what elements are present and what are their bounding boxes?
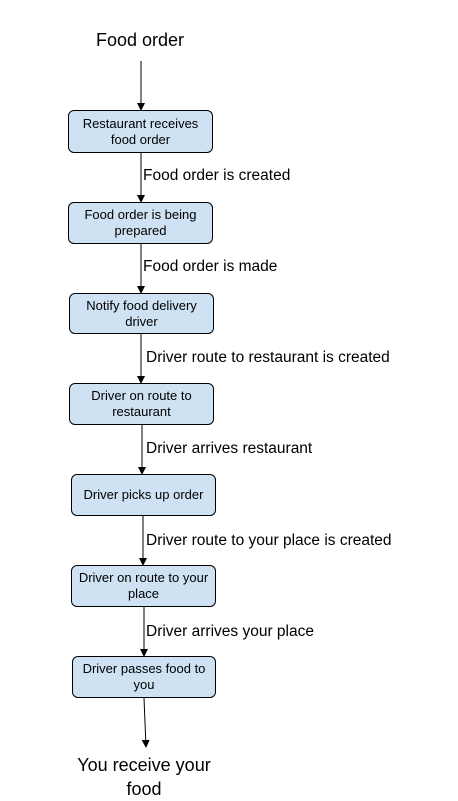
transition-label-6: Driver arrives your place [146,623,314,640]
step-node-7: Driver passes food to you [72,656,216,698]
step-node-3: Notify food delivery driver [69,293,214,334]
step-node-4: Driver on route to restaurant [69,383,214,425]
transition-label-2: Food order is made [143,258,278,275]
step-node-6: Driver on route to your place [71,565,216,607]
step-node-1: Restaurant receives food order [68,110,213,153]
arrow-step-7-to-end [141,697,150,748]
transition-label-3: Driver route to restaurant is created [146,349,390,366]
transition-label-1: Food order is created [143,167,291,184]
start-node: Food order [95,30,185,50]
transition-label-4: Driver arrives restaurant [146,440,313,457]
end-node: You receive your food [77,755,211,799]
step-node-2: Food order is being prepared [68,202,213,244]
transition-label-5: Driver route to your place is created [146,532,392,549]
step-node-5: Driver picks up order [71,474,216,516]
